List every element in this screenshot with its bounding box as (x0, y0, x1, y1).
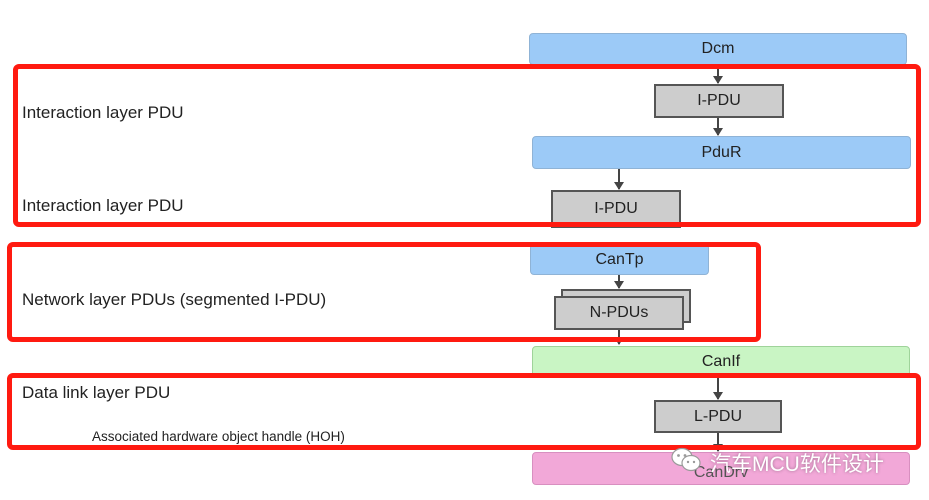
hoh-label: Associated hardware object handle (HOH) (92, 429, 345, 444)
canif-label: CanIf (701, 352, 741, 370)
arrow-canif-to-lpdu (713, 377, 723, 400)
ipdu-mid-box: I-PDU (551, 190, 681, 228)
arrow-ipdu-to-pdur (713, 118, 723, 136)
interaction-layer-label-1: Interaction layer PDU (22, 103, 184, 122)
interaction-layer-highlight (13, 64, 921, 227)
candrv-module: CanDrv (532, 452, 910, 485)
pdur-module: PduR (532, 136, 911, 169)
npdus-label: N-PDUs (589, 304, 649, 321)
watermark: 汽车MCU软件设计 (670, 446, 884, 480)
canif-module: CanIf (532, 346, 910, 377)
arrow-cantp-to-npdus (614, 275, 624, 289)
dcm-module: Dcm (529, 33, 907, 65)
cantp-label: CanTp (595, 250, 644, 268)
arrow-pdur-to-ipdu (614, 169, 624, 190)
interaction-layer-label-2: Interaction layer PDU (22, 196, 184, 215)
ipdu-top-label: I-PDU (697, 92, 741, 109)
lpdu-label: L-PDU (693, 407, 742, 425)
ipdu-mid-label: I-PDU (594, 200, 638, 217)
datalink-layer-highlight (7, 373, 921, 450)
watermark-text: 汽车MCU软件设计 (710, 453, 884, 476)
lpdu-box: L-PDU (654, 400, 782, 433)
dcm-label: Dcm (701, 40, 735, 57)
ipdu-top-box: I-PDU (654, 84, 784, 118)
npdus-front-box: N-PDUs (554, 296, 684, 330)
arrow-dcm-to-ipdu (713, 65, 723, 84)
network-layer-highlight (7, 242, 761, 342)
wechat-icon (670, 446, 702, 480)
candrv-label: CanDrv (693, 464, 749, 481)
network-layer-label: Network layer PDUs (segmented I-PDU) (22, 290, 327, 309)
datalink-layer-label: Data link layer PDU (22, 383, 171, 402)
pdur-label: PduR (701, 143, 742, 161)
